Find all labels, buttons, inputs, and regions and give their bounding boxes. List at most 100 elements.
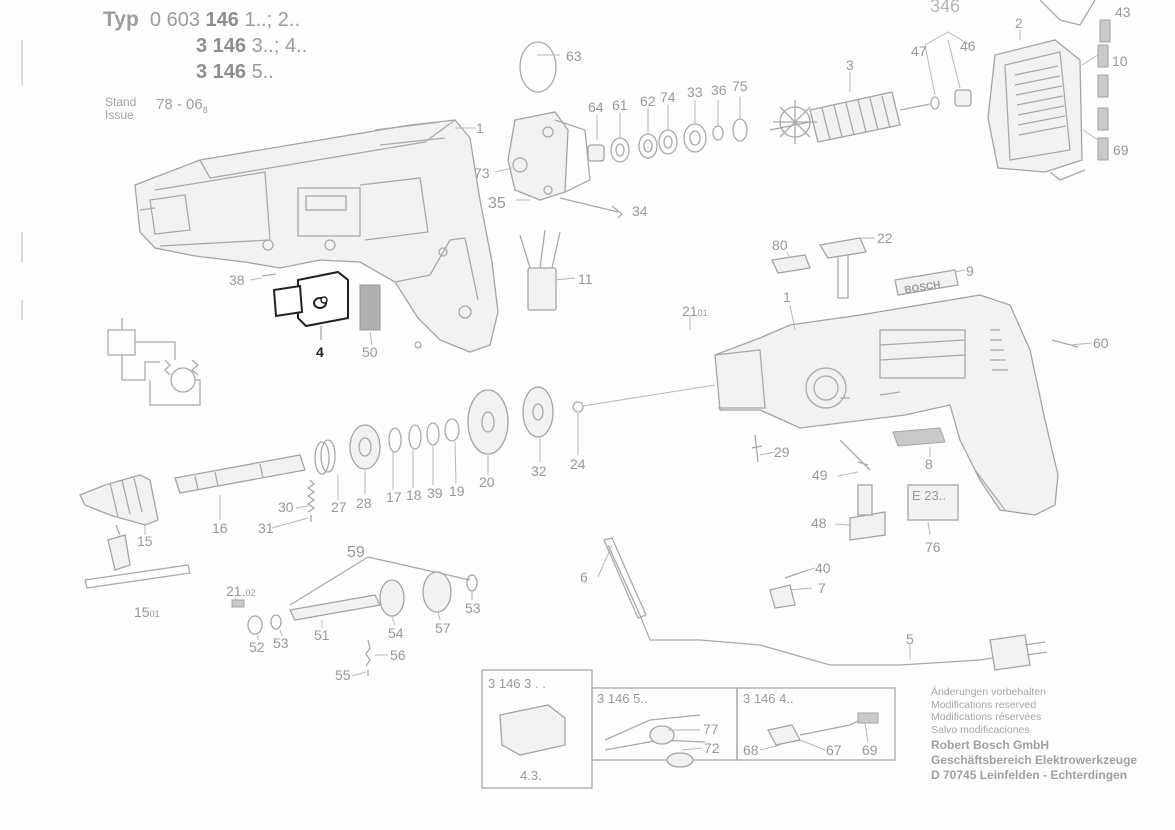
modification-notes: Änderungen vorbehalten Modifications res… [931,686,1046,736]
variant-insets [481,669,896,789]
part-label: 3 [846,57,854,73]
part-80-plate [771,254,811,274]
stand-value-sub: 8 [202,105,208,115]
type-line1-suffix: 1..; 2.. [238,9,301,31]
part-label: 18 [406,487,422,503]
part-label-sub: 01 [150,609,160,619]
part-label: 46 [960,38,976,54]
part-1501-label: 1501 [134,604,160,620]
part-label: 69 [1113,142,1129,158]
assembled-drill-housing [714,294,1059,516]
part-label: 64 [588,99,604,115]
part-46-bushing [954,89,972,107]
part-label: 7 [818,580,826,596]
part-6-cord-clamp [603,537,647,619]
part-label: 59 [347,544,365,561]
part-59-gear-group [231,556,478,676]
note-line: Änderungen vorbehalten [931,686,1047,698]
company-location: D 70745 Leinfelden - Echterdingen [931,768,1128,782]
part-label: 5 [906,631,914,647]
stand-label: Stand [105,95,137,109]
company-address: Robert Bosch GmbH Geschäftsbereich Elekt… [931,738,1137,783]
part-label: 69 [862,742,878,758]
part-label: 35 [488,195,506,212]
part-label: 21 [682,303,698,319]
part-label: 40 [815,560,831,576]
part-2101-label: 2101 [682,303,708,319]
stand-issue-labels: Stand Issue [105,96,136,122]
inset-footer: 4.3. [520,768,542,783]
stand-value: 78 - 068 [156,96,208,115]
part-3-armature [769,91,940,144]
type-line1-prefix: 0 603 [149,9,206,31]
part-label: 68 [743,742,759,758]
part-label: 72 [704,740,720,756]
part-label: 67 [826,742,842,758]
part-label: 32 [531,463,547,479]
type-line1-bold: 146 [205,9,239,31]
part-label: 36 [711,82,727,98]
part-label: 9 [966,263,974,279]
part-49-rod [857,461,869,466]
part-60-screw [1051,339,1079,348]
inset-title: 3 146 4.. [743,691,794,706]
part-label: 21. [226,583,245,599]
part-label: 51 [314,627,330,643]
part-label-sub: 01 [698,308,708,318]
inset-title: 3 146 5.. [597,691,648,706]
part-label: 34 [632,203,648,219]
part-label: 15 [134,604,150,620]
part-label: 43 [1115,4,1131,20]
part-11-carbon-brushes [519,229,561,311]
wiring-schematic [107,318,201,406]
part-76-rating-plate: E 23.. [907,484,959,521]
type-line2-suffix: 3..; 4.. [246,35,308,57]
part-label: 19 [449,483,465,499]
part-label: 55 [335,667,351,683]
company-division: Geschäftsbereich Elektrowerkzeuge [931,753,1138,767]
housing-half-left [134,119,499,353]
part-label: 1 [476,120,484,136]
part-label-sub: 02 [245,588,255,598]
brush-holder-assembly [507,41,591,201]
part-label: 33 [687,84,703,100]
part-40-screw [784,569,809,579]
type-line2-bold: 3 146 [196,35,247,57]
part-label: 22 [877,230,893,246]
part-2-field-coil [987,0,1111,181]
issue-label: Issue [105,108,134,122]
part-label: 61 [612,97,628,113]
part-label: 17 [386,489,402,505]
part-label: 47 [911,43,927,59]
part-label: 49 [812,467,828,483]
part-29-screw [751,434,763,463]
part-label: 74 [660,89,676,105]
part-label-4-highlighted: 4 [316,344,324,360]
part-label: 10 [1112,53,1128,69]
part-38-screw [261,273,277,277]
part-label: 8 [925,456,933,472]
inset-title: 3 146 3 . . [488,676,546,691]
part-label: 54 [388,625,404,641]
note-line: Modifications reserved [931,698,1037,711]
part-4-switch-highlighted [272,270,349,340]
company-name: Robert Bosch GmbH [931,738,1050,752]
inset-titles: 3 146 3 . . 4.3. 3 146 5.. 3 146 4.. [488,676,794,783]
type-header-line2: 3 146 3..; 4.. [196,35,307,58]
part-label: 52 [249,639,265,655]
part-label: 31 [258,520,274,536]
part-label: 39 [427,485,443,501]
part-labels: 1 2 3 4 5 6 7 8 9 10 11 15 1501 16 17 18… [134,0,1131,758]
part-label: 57 [435,620,451,636]
part-label-fragment: 346 [930,0,960,16]
type-header-line3: 3 146 5.. [196,61,274,84]
part-label: 27 [331,499,347,515]
part-34-screw [559,197,623,219]
part-30-31-spring [306,479,316,522]
e23-plate-text: E 23.. [912,488,946,503]
part-label: 73 [474,165,490,181]
part-label: 76 [925,539,941,555]
part-label: 11 [578,271,593,287]
part-label: 2 [1015,15,1023,31]
